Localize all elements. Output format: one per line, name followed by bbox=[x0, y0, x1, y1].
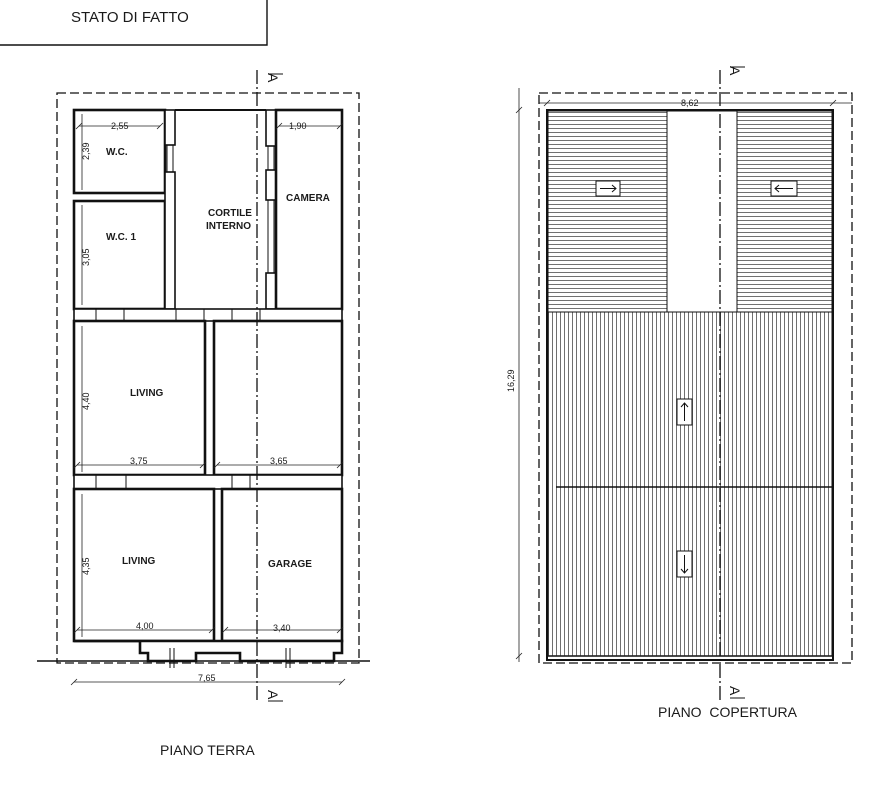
caption-roof: PIANO COPERTURA bbox=[658, 704, 798, 720]
room-garage bbox=[220, 487, 344, 643]
roof-boundary bbox=[538, 92, 853, 664]
dim-wc1-height: 3,05 bbox=[81, 248, 91, 266]
room-label-wc1: W.C. 1 bbox=[106, 232, 136, 243]
roof-section-mark-bottom: A bbox=[727, 686, 743, 696]
slope-arrow-left-icon bbox=[770, 180, 798, 197]
dim-living-lower-height: 4,35 bbox=[81, 557, 91, 575]
title-block: STATO DI FATTO bbox=[0, 0, 268, 46]
section-mark-top: A bbox=[265, 73, 281, 83]
room-label-living-lower: LIVING bbox=[122, 556, 156, 567]
dim-garage-width: 3,40 bbox=[273, 623, 291, 633]
dim-living-upper-height: 4,40 bbox=[81, 392, 91, 410]
room-right-upper bbox=[212, 319, 344, 477]
roof-plan: A A 8,62 16,29 PIANO COPERTURA bbox=[506, 66, 853, 720]
room-wc bbox=[72, 108, 167, 195]
room-label-courtyard-1: CORTILE bbox=[208, 208, 252, 219]
dim-roof-width: 8,62 bbox=[681, 98, 699, 108]
room-living-lower bbox=[72, 487, 216, 643]
dim-wc-height: 2,39 bbox=[81, 142, 91, 160]
dim-wc-width: 2,55 bbox=[111, 121, 129, 131]
room-label-wc: W.C. bbox=[106, 147, 128, 158]
ground-floor-boundary bbox=[56, 92, 360, 664]
room-living-upper bbox=[72, 319, 207, 477]
dim-total-width: 7,65 bbox=[198, 673, 216, 683]
ground-floor-plan: A A W.C. W.C. 1 CORTILE INTERNO CAMERA L… bbox=[37, 70, 370, 758]
caption-ground-floor: PIANO TERRA bbox=[160, 742, 255, 758]
dim-living-upper-width: 3,75 bbox=[130, 456, 148, 466]
roof-section-upper-left bbox=[547, 110, 668, 313]
title-text: STATO DI FATTO bbox=[71, 9, 189, 26]
dim-bedroom-width: 1,90 bbox=[289, 121, 307, 131]
slope-arrow-right-icon bbox=[595, 180, 621, 197]
roof-section-upper-right bbox=[736, 110, 833, 313]
dim-roof-length: 16,29 bbox=[506, 369, 516, 392]
room-label-garage: GARAGE bbox=[268, 559, 312, 570]
dim-living-lower-width: 4,00 bbox=[136, 621, 154, 631]
room-bedroom bbox=[274, 108, 344, 311]
slope-arrow-down-icon bbox=[676, 550, 693, 578]
roof-section-mark-top: A bbox=[727, 66, 743, 76]
room-label-living-upper: LIVING bbox=[130, 388, 164, 399]
roof-section-lower bbox=[547, 311, 833, 657]
room-label-bedroom: CAMERA bbox=[286, 193, 330, 204]
slope-arrow-up-icon bbox=[676, 398, 693, 426]
dim-right-upper-width: 3,65 bbox=[270, 456, 288, 466]
roof-courtyard-gap bbox=[666, 110, 738, 313]
section-mark-bottom: A bbox=[265, 690, 281, 700]
room-label-courtyard-2: INTERNO bbox=[206, 221, 251, 232]
